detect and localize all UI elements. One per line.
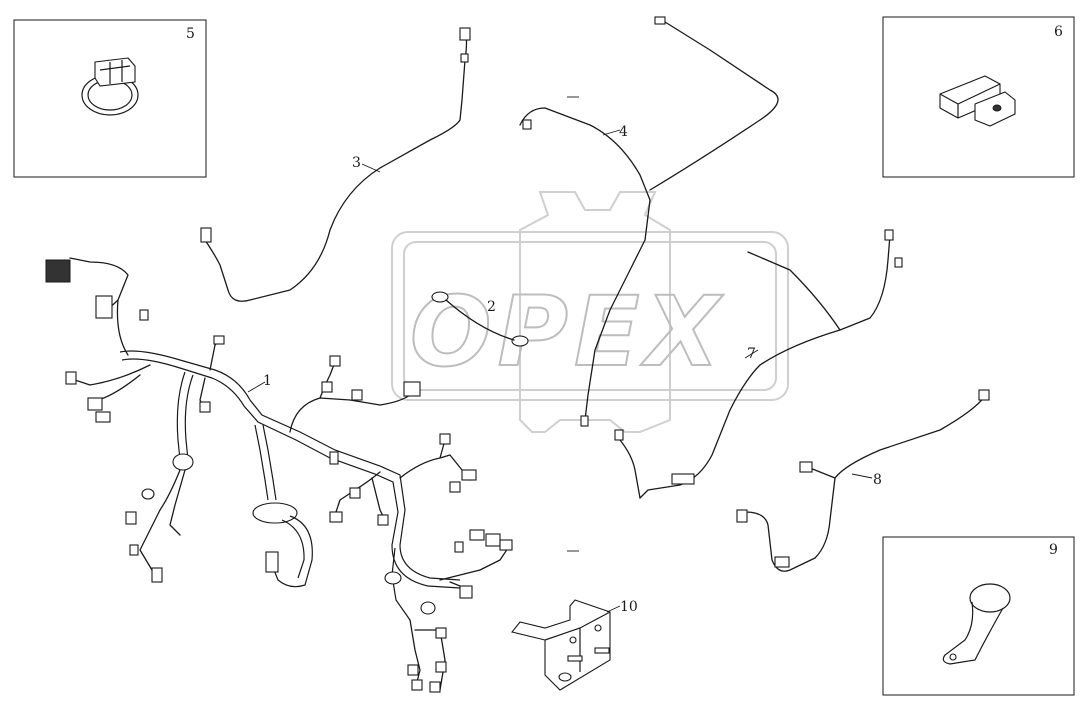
callout-1: 1 (263, 373, 272, 389)
callout-5: 5 (186, 26, 195, 42)
detail-box-5: 5 (13, 19, 207, 178)
hose-clamp-with-connector-icon (81, 57, 139, 116)
bracket-item-10: 10 (511, 599, 638, 691)
opex-watermark: OPEX (391, 191, 789, 433)
detail-box-6: 6 (882, 16, 1075, 178)
wire-item-4: 4 (519, 16, 779, 427)
wire-item-3: 3 (200, 27, 471, 302)
callout-6: 6 (1054, 24, 1063, 40)
watermark-frame-outer (391, 231, 789, 401)
wire-item-8: 8 (736, 389, 990, 572)
callout-8: 8 (873, 472, 882, 488)
watermark-frame-inner (403, 241, 777, 391)
wire-item-7: 7 (614, 229, 903, 499)
callout-4: 4 (619, 124, 628, 140)
ground-strap-item-2: 2 (431, 291, 529, 347)
detail-box-9: 9 (882, 536, 1075, 696)
callout-10: 10 (620, 599, 638, 615)
main-harness-item-1: 1 (45, 257, 513, 693)
callout-2: 2 (487, 299, 496, 315)
detail-box-5-frame (13, 19, 207, 178)
detail-box-9-frame (882, 536, 1075, 696)
p-clip-bracket-icon (942, 583, 1011, 665)
watermark-text: OPEX (410, 276, 726, 388)
callout-7: 7 (747, 346, 756, 362)
callout-3: 3 (352, 155, 361, 171)
watermark-gear (519, 191, 671, 433)
callout-9: 9 (1049, 542, 1058, 558)
relay-with-bracket-icon (939, 75, 1016, 127)
